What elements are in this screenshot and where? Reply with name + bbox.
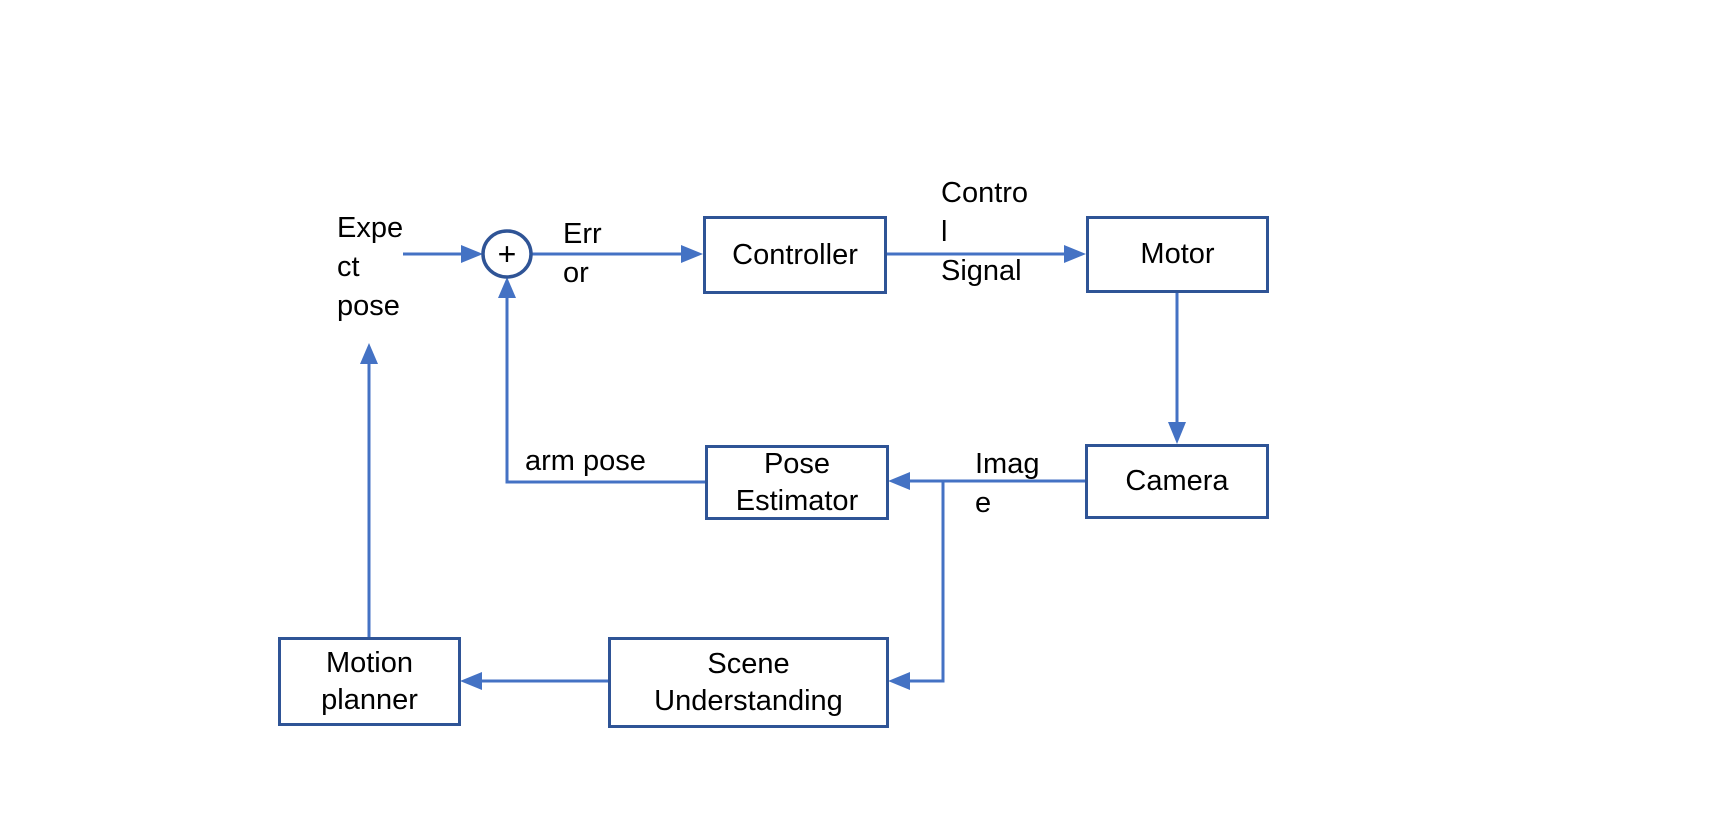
label-error: Err or [563,218,602,289]
node-motion-planner-box: Motion planner [278,637,461,726]
edge-image-arrowhead-icon [888,472,910,490]
node-scene-understanding-box: Scene Understanding [608,637,889,728]
edge-motor-camera-arrowhead-icon [1168,422,1186,444]
edge-scene-to-motion-arrowhead-icon [460,672,482,690]
edge-control-signal-arrowhead-icon [1064,245,1086,263]
label-expect-pose: Expe ct pose [337,212,404,322]
sum-junction-circle [481,229,533,279]
node-pose-estimator-box: Pose Estimator [705,445,889,520]
node-camera-box: Camera [1085,444,1269,519]
edge-error-arrowhead-icon [681,245,703,263]
edge-motion-to-expect-arrowhead-icon [360,343,378,364]
node-controller-box: Controller [703,216,887,294]
edge-image-branch [907,481,945,683]
edge-arm-pose-feedback [505,296,705,484]
edge-expect-pose-arrowhead-icon [461,245,483,263]
label-image: Imag e [975,448,1040,519]
edge-arm-pose-feedback-arrowhead-icon [498,277,516,298]
label-control-signal: Contro l Signal [941,177,1029,287]
label-arm-pose: arm pose [525,445,646,477]
node-motor-box: Motor [1086,216,1269,293]
edge-image-branch-arrowhead-icon [888,672,910,690]
sum-junction-plus-sign: + [497,235,517,272]
